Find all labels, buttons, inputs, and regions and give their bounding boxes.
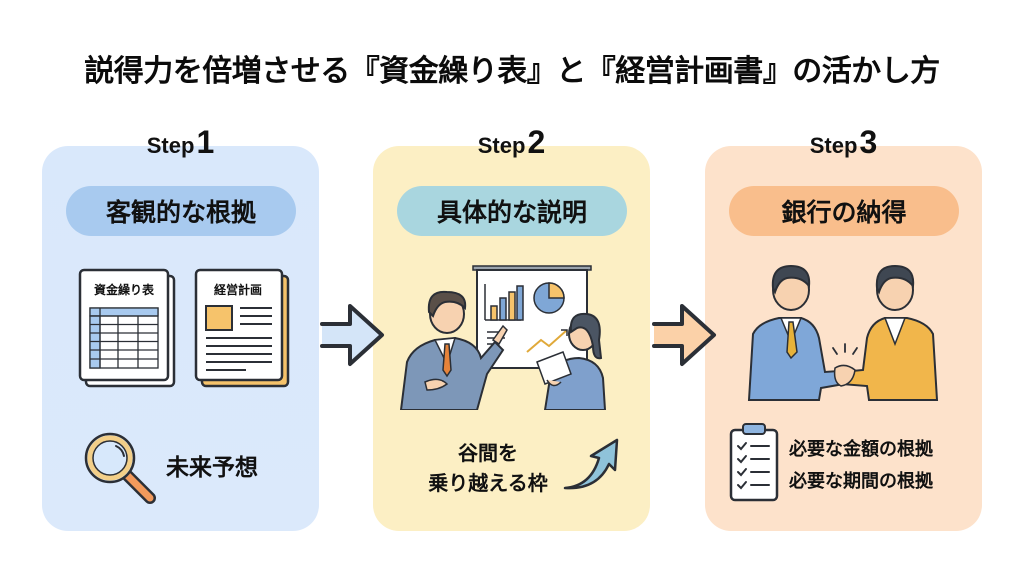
presentation-illustration [399, 265, 607, 410]
step-3-heading: 銀行の納得 [729, 186, 959, 236]
step-1-card: 客観的な根拠 資金繰り表 経営計画 [42, 146, 319, 531]
forecast-caption: 未来予想 [166, 455, 258, 481]
business-plan-document-icon: 経営計画 [194, 268, 290, 388]
document-label-cashflow: 資金繰り表 [94, 282, 155, 297]
page-title: 説得力を倍増させる『資金繰り表』と『経営計画書』の活かし方 [84, 54, 940, 89]
step-word: Step [477, 133, 526, 158]
arrow-right-icon [320, 304, 384, 366]
clipboard-checklist-icon [729, 423, 779, 502]
arrow-right-icon [652, 304, 716, 366]
document-label-plan: 経営計画 [214, 282, 262, 297]
step-number: 2 [527, 124, 546, 160]
checklist-item: 必要な期間の根拠 [789, 471, 933, 492]
gap-caption: 谷間を 乗り越える枠 [423, 438, 553, 498]
step-word: Step [809, 133, 858, 158]
step-1-label: Step1 [42, 124, 319, 167]
spreadsheet-document-icon: 資金繰り表 [78, 268, 176, 388]
step-2-card: 具体的な説明 谷間を 乗り越える枠 [373, 146, 650, 531]
magnifying-glass-icon [84, 432, 156, 504]
gap-caption-line-1: 谷間を [458, 441, 518, 465]
handshake-illustration [747, 264, 939, 401]
step-1-heading: 客観的な根拠 [66, 186, 296, 236]
checklist-item: 必要な金額の根拠 [789, 439, 933, 460]
step-2-heading: 具体的な説明 [397, 186, 627, 236]
step-word: Step [146, 133, 195, 158]
upward-arrow-icon [563, 438, 619, 490]
step-2-label: Step2 [373, 124, 650, 167]
gap-caption-line-2: 乗り越える枠 [428, 471, 548, 495]
step-3-label: Step3 [705, 124, 982, 167]
step-3-card: 銀行の納得 必要な金額の根拠 必要な期間の根拠 [705, 146, 982, 531]
step-number: 3 [859, 124, 878, 160]
checklist: 必要な金額の根拠 必要な期間の根拠 [789, 434, 933, 498]
step-number: 1 [196, 124, 215, 160]
